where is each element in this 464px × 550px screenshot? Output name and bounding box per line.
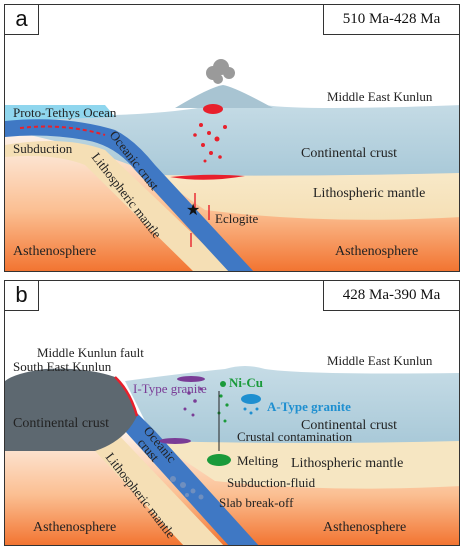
panel-a: ★ Proto-Tethys Ocean Middle East Kunlun … <box>4 4 460 272</box>
label-middle-east-kunlun-b: Middle East Kunlun <box>327 353 433 368</box>
fault-line <box>114 376 139 417</box>
continental-crust-layer <box>5 101 459 176</box>
label-subduction: Subduction <box>13 141 73 156</box>
label-south-east-kunlun: South East Kunlun <box>13 359 112 374</box>
left-continental-block <box>5 368 137 451</box>
label-asthenosphere-left-b: Asthenosphere <box>33 520 116 535</box>
label-a-type-granite: A-Type granite <box>267 399 351 414</box>
eruption-plume <box>206 59 235 84</box>
label-continental-crust-left: Continental crust <box>13 416 109 431</box>
ni-cu-deposit <box>207 381 231 466</box>
panel-b: Middle Kunlun fault South East Kunlun Mi… <box>4 280 460 546</box>
ocean-layer <box>5 105 115 121</box>
label-i-type-granite: I-Type granite <box>133 381 207 396</box>
oceanic-crust-slab <box>5 119 254 271</box>
magma-underplate <box>170 174 245 180</box>
panel-a-diagram: ★ Proto-Tethys Ocean Middle East Kunlun … <box>5 59 459 271</box>
label-asthenosphere-left: Asthenosphere <box>13 244 96 259</box>
label-eclogite: Eclogite <box>215 211 259 226</box>
eclogite-star: ★ <box>186 202 200 219</box>
volcano <box>175 85 273 108</box>
label-continental-crust: Continental crust <box>301 146 397 161</box>
label-slab-break-off: Slab break-off <box>219 495 294 510</box>
subduction-interface <box>19 125 106 136</box>
lithospheric-mantle-layer <box>155 439 459 489</box>
fluid-arrows <box>190 193 210 247</box>
label-continental-crust-right: Continental crust <box>301 418 397 433</box>
label-asthenosphere-right-b: Asthenosphere <box>323 520 406 535</box>
continental-crust-layer <box>125 366 459 443</box>
label-proto-tethys: Proto-Tethys Ocean <box>13 105 117 120</box>
label-lithospheric-mantle-b: Lithospheric mantle <box>291 456 403 471</box>
a-type-granite-body <box>241 394 261 415</box>
panel-a-tag: a <box>5 5 39 35</box>
panel-b-tag: b <box>5 281 39 311</box>
label-ni-cu: Ni-Cu <box>229 375 263 390</box>
oceanic-crust-slab <box>117 411 259 545</box>
slab-mantle-band <box>95 431 224 545</box>
label-subduction-fluid: Subduction-fluid <box>227 475 316 490</box>
label-middle-kunlun-fault: Middle Kunlun fault <box>37 345 144 360</box>
label-asthenosphere-right: Asthenosphere <box>335 244 418 259</box>
label-lithospheric-mantle: Lithospheric mantle <box>313 186 425 201</box>
label-middle-east-kunlun: Middle East Kunlun <box>327 89 433 104</box>
panel-a-time-range: 510 Ma-428 Ma <box>323 5 459 35</box>
magma-droplets <box>193 104 227 163</box>
label-melting: Melting <box>237 453 279 468</box>
label-crustal-contamination: Crustal contamination <box>237 429 353 444</box>
panel-b-time-range: 428 Ma-390 Ma <box>323 281 459 311</box>
i-type-granite-body <box>159 376 205 444</box>
slab-mantle-band <box>5 141 242 271</box>
slab-break-off-blobs <box>170 476 204 500</box>
panel-b-diagram: Middle Kunlun fault South East Kunlun Mi… <box>5 345 459 545</box>
lithospheric-mantle-layer <box>155 173 459 220</box>
